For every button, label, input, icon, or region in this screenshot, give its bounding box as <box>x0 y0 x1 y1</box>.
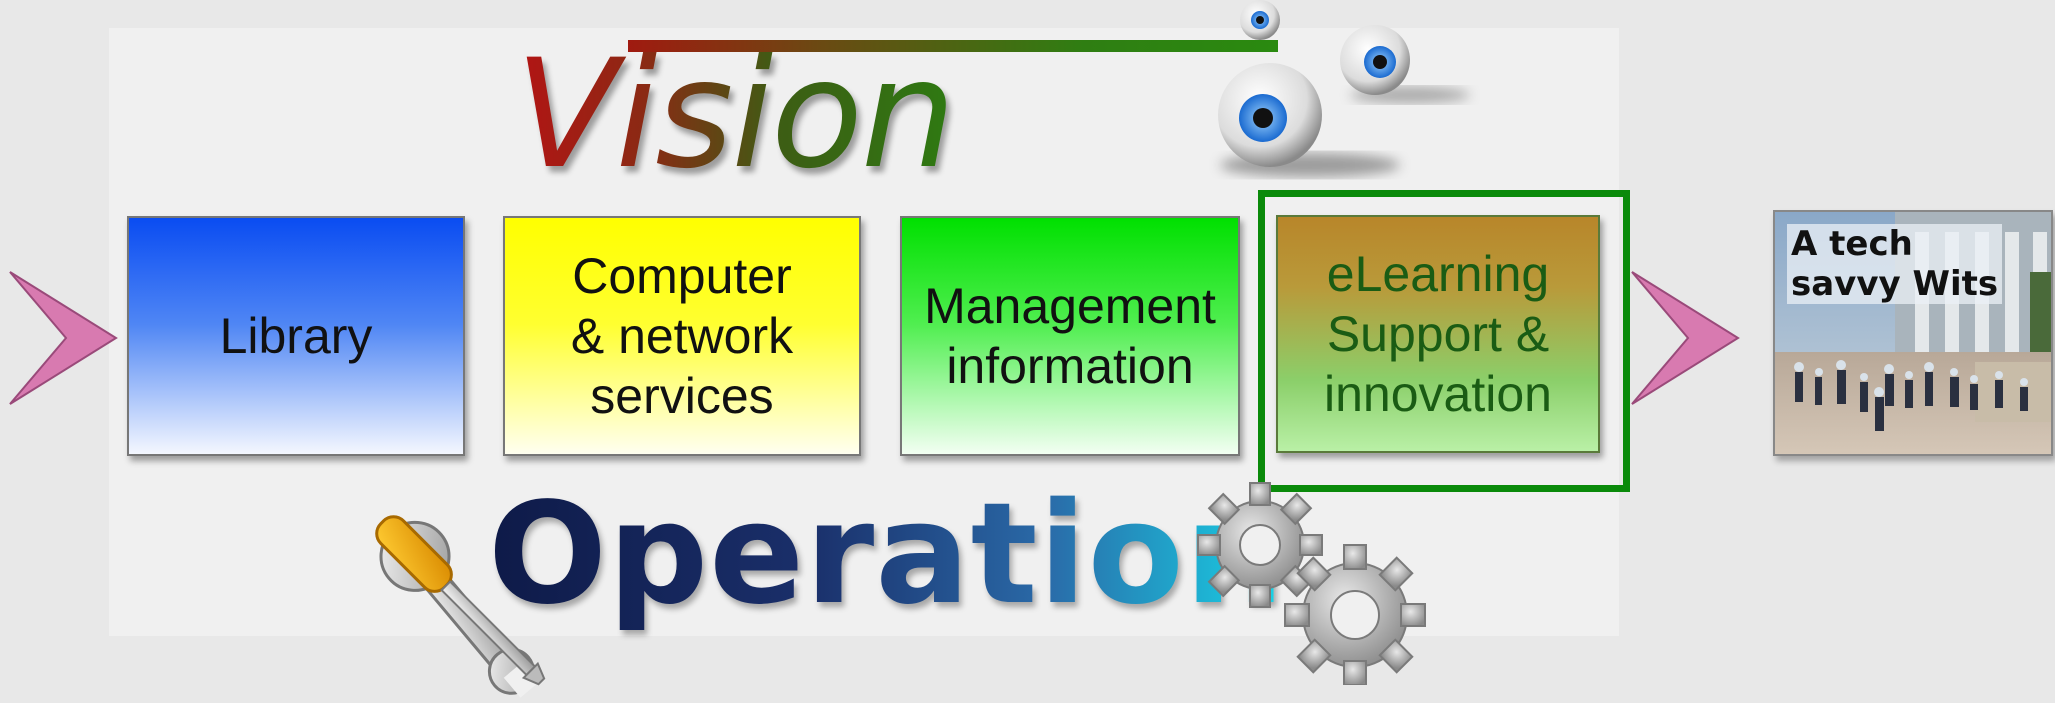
chevron-arrow-icon <box>1631 271 1740 405</box>
library-label: Library <box>219 308 373 364</box>
vision-title: Vision <box>515 28 956 202</box>
gears-icon <box>1197 482 1426 685</box>
chevron-arrow-icon <box>9 271 118 405</box>
eyeballs-icon <box>1218 0 1470 177</box>
computer-network-services-box: Computer & network services <box>503 216 861 456</box>
management-information-label: Management information <box>924 278 1216 394</box>
library-box: Library <box>127 216 465 456</box>
operation-title: Operation <box>488 473 1286 636</box>
photo-caption: A tech savvy Wits <box>1787 224 2003 304</box>
vision-overline <box>628 40 1278 52</box>
campus-photo: A tech savvy Wits <box>1773 210 2053 456</box>
wrench-screwdriver-icon <box>375 515 546 698</box>
elearning-support-box: eLearning Support & innovation <box>1276 215 1600 453</box>
management-information-box: Management information <box>900 216 1240 456</box>
elearning-highlight-frame <box>1258 190 1630 492</box>
computer-network-services-label: Computer & network services <box>570 248 794 424</box>
elearning-support-label: eLearning Support & innovation <box>1324 246 1552 422</box>
